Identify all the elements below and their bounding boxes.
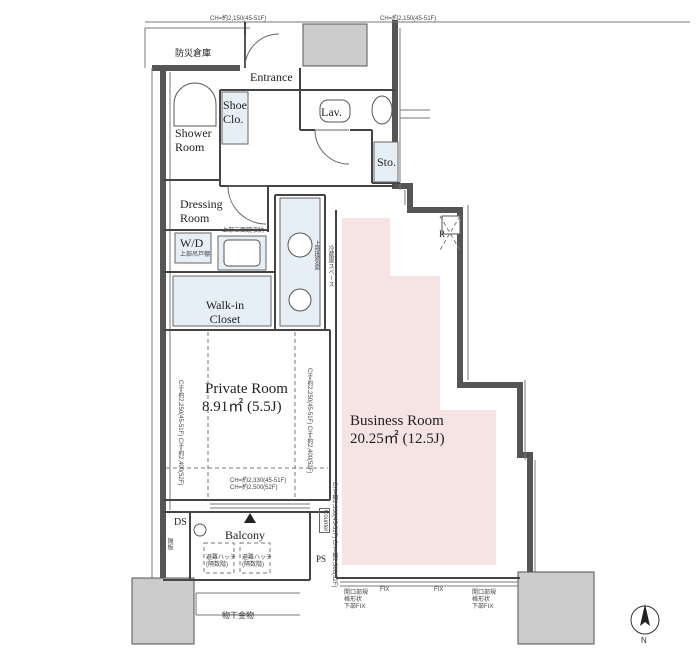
label-private-room-area: 8.91㎡ (5.5J) (202, 399, 282, 415)
label-walk-in-closet: Walk-in Closet (205, 298, 245, 326)
shoe-closet (221, 91, 249, 145)
label-balcony: Balcony (225, 528, 265, 542)
doors (227, 33, 350, 225)
label-private-room: Private Room (205, 381, 288, 397)
label-hatch-2: 避難ハッチ (隔数階) (242, 555, 273, 568)
glazing (195, 503, 518, 616)
fixtures (173, 82, 461, 537)
building-lines (144, 21, 690, 582)
label-r: R (439, 229, 446, 239)
label-counter: Counter (319, 508, 330, 534)
label-balcony-side: 隔板 (166, 538, 172, 550)
note-private-bottom: CH=約2,330(45-51F) CH=約2,500(52F) (230, 478, 287, 491)
label-lav: Lav. (321, 105, 342, 119)
label-ps: PS (316, 554, 327, 564)
interior-walls (163, 22, 520, 581)
label-fix-1: FIX (380, 587, 390, 593)
dashed-lines (166, 215, 461, 574)
label-business-room-area: 20.25㎡ (12.5J) (350, 431, 445, 447)
column-bottom-right (517, 571, 595, 645)
storage (373, 141, 399, 183)
label-window-right: 開口部規 格形状 下部FIX (472, 590, 497, 610)
label-disaster-storage: 防災倉庫 (175, 48, 212, 58)
label-dressing-room: Dressing Room (180, 197, 223, 225)
label-fix-2: FIX (434, 587, 444, 593)
compass-label: N (641, 636, 647, 645)
note-private-left: CH=約2,250(45-51F) CH=約2,400(52F) (177, 380, 183, 486)
business-room-area (342, 218, 496, 565)
balcony-entry-marker (244, 513, 256, 523)
label-wd: W/D (180, 236, 204, 250)
label-hatch-1: 避難ハッチ (隔数階) (206, 555, 237, 568)
label-shoe-clo: Shoe Clo. (223, 98, 247, 126)
note-counter: CH=約2,330(45-51F) CH=約2,500(52F) (331, 482, 337, 588)
note-top-right: CH=約2,150(45-51F) (380, 16, 437, 22)
label-window-left: 開口部規 格形状 下部FIX (344, 590, 369, 610)
label-wd-sub: 上部吊戸棚 (180, 252, 211, 258)
label-kitchen-note: 上部三面鏡収納 (222, 228, 265, 234)
label-sto: Sto. (377, 155, 397, 169)
label-laundry: 物干金物 (222, 611, 254, 620)
column-bottom-left (131, 577, 195, 645)
label-ds: DS (174, 517, 187, 528)
note-top-left: CH=約2,150(45-51F) (210, 16, 267, 22)
compass-needle (640, 604, 650, 626)
column-top (302, 23, 368, 67)
label-entrance: Entrance (250, 70, 293, 84)
label-business-room: Business Room (350, 413, 444, 429)
label-shower-room: Shower Room (175, 126, 212, 154)
note-private-right: CH=約2,250(45-51F) CH=約2,400(52F) (306, 368, 312, 474)
label-hood: 上部換気扇 (313, 240, 319, 270)
label-fridge: 冷蔵庫スペース (327, 245, 333, 287)
closet (172, 275, 272, 327)
washer-area (174, 232, 212, 264)
